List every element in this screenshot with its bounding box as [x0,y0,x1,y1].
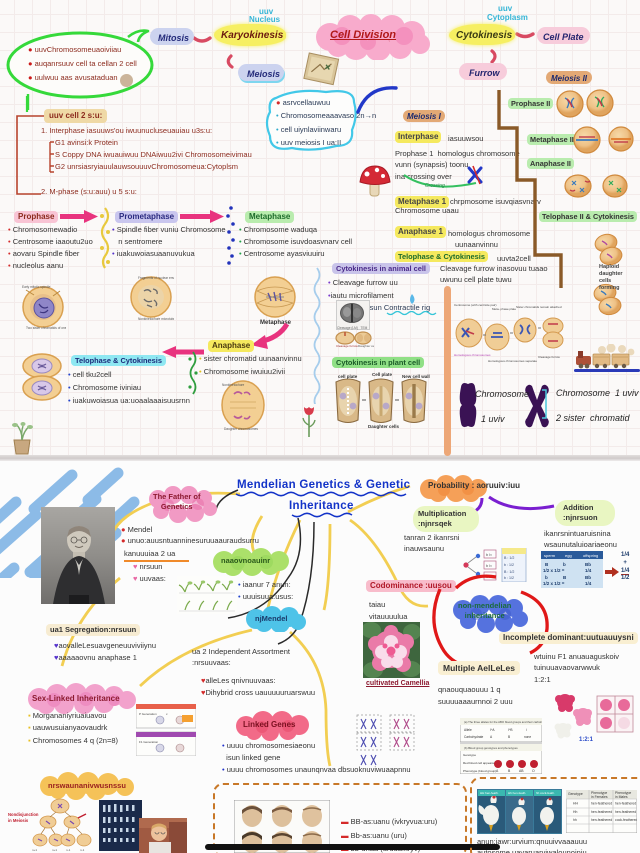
svg-text:Cell plate: Cell plate [372,372,393,377]
svg-text:b: b [545,575,548,580]
svg-text:I^B: I^B [508,728,513,732]
svg-text:in Males: in Males [615,795,628,799]
svg-text:A: A [496,769,499,773]
svg-text:n-1: n-1 [80,848,85,852]
svg-text:B : 1/2: B : 1/2 [504,556,514,560]
svg-text:1:2:1: 1:2:1 [579,737,594,743]
svg-text:I^A: I^A [490,728,495,732]
svg-text:Homologous chromosomes separat: Homologous chromosomes separate [488,359,537,363]
svg-text:B: B [545,562,549,567]
svg-text:Crossing: Crossing [425,183,445,189]
svg-text:b: b [563,562,566,567]
svg-text:Centrosome (with centriole pai: Centrosome (with centriole pair) [454,303,497,307]
svg-text:i: i [526,728,527,732]
svg-text:1/4: 1/4 [585,568,592,573]
svg-text:Fragments of nuclear envelope: Fragments of nuclear envelope [138,276,174,280]
svg-text:Daughter cells: Daughter cells [368,424,400,429]
svg-text:b : 1/2: b : 1/2 [504,576,514,580]
svg-text:b b: b b [486,574,492,579]
svg-text:Meta- phase plate: Meta- phase plate [492,307,516,311]
svg-text:B : 1/2: B : 1/2 [504,570,514,574]
svg-text:B: B [508,735,510,739]
svg-text:(b) Blood group genotypes and: (b) Blood group genotypes and phenotypes [464,746,518,750]
svg-text:Cleavage furrow: Cleavage furrow [336,344,359,348]
svg-text:Daughter chromosomes: Daughter chromosomes [224,427,258,431]
svg-text:cell plate: cell plate [338,374,358,379]
svg-text:Bb: Bb [585,562,591,567]
svg-text:hen-feathered: hen-feathered [615,802,636,806]
svg-text:HH: HH [573,802,578,806]
svg-text:Genotype: Genotype [568,792,583,796]
svg-text:none: none [524,735,531,739]
svg-text:Homologous chromosomes: Homologous chromosomes [454,353,491,357]
svg-text:x: x [166,712,168,716]
svg-text:hen-feathered: hen-feathered [615,810,636,814]
svg-text:Sister chromatids remain attac: Sister chromatids remain attached [516,305,562,309]
svg-text:(a) The three alleles for the: (a) The three alleles for the ABO blood … [464,720,542,724]
svg-text:n+1: n+1 [52,848,57,852]
svg-text:Metaphase: Metaphase [260,320,292,325]
svg-text:n-1: n-1 [66,848,71,852]
svg-text:hen-feathered: hen-feathered [591,818,612,822]
svg-text:n+1: n+1 [32,848,37,852]
svg-text:hen-feathered: hen-feathered [591,810,612,814]
svg-text:in Meiosis: in Meiosis [8,818,29,823]
svg-text:Phenotype: Phenotype [615,791,631,795]
svg-text:1/4: 1/4 [585,581,592,586]
svg-text:Hh: Hh [573,810,577,814]
svg-text:Nonkinetochore: Nonkinetochore [222,383,245,387]
svg-text:Allele: Allele [464,728,472,732]
svg-text:New cell wall: New cell wall [402,374,430,379]
svg-text:B: B [563,575,567,580]
svg-text:Nondisjunction: Nondisjunction [8,812,39,817]
svg-text:P Generation: P Generation [139,712,157,716]
svg-text:egg: egg [565,553,572,558]
svg-text:hen-feathered: hen-feathered [591,802,612,806]
svg-text:Bb: Bb [585,575,591,580]
svg-text:Phenotype (blood group): Phenotype (blood group) [463,769,496,773]
svg-text:b b: b b [486,563,492,568]
svg-text:sperm: sperm [544,553,556,558]
svg-text:Daughter cell: Daughter cell [358,344,374,348]
svg-text:Red blood cell appearance: Red blood cell appearance [463,761,499,765]
svg-text:Genotype: Genotype [463,753,476,757]
svg-text:HH hen-feath.: HH hen-feath. [480,791,499,795]
svg-text:AB: AB [519,769,524,773]
svg-text:hh cock-feath.: hh cock-feath. [536,791,555,795]
svg-text:in Females: in Females [591,795,608,799]
svg-text:Cleavage furrow: Cleavage furrow [538,355,561,359]
svg-text:B: B [508,769,511,773]
svg-text:O: O [532,769,535,773]
svg-text:Carbohydrate: Carbohydrate [464,735,484,739]
svg-text:b : 1/2: b : 1/2 [504,563,514,567]
svg-text:Phenotype: Phenotype [591,791,607,795]
svg-text:Hh hen-feath.: Hh hen-feath. [508,791,526,795]
svg-text:Early mitotic spindle: Early mitotic spindle [22,285,51,289]
svg-text:F1 Generation: F1 Generation [139,740,159,744]
svg-text:b b: b b [486,552,492,557]
svg-text:Two sister chromatids of one c: Two sister chromatids of one chromosome [26,326,66,330]
svg-text:1/2 x 1/2 =: 1/2 x 1/2 = [543,581,565,586]
svg-text:1/2 x 1/2 =: 1/2 x 1/2 = [543,568,565,573]
svg-text:A: A [490,735,493,739]
svg-text:offspring: offspring [583,553,598,558]
svg-text:hh: hh [573,818,577,822]
svg-text:cock-feathered: cock-feathered [615,818,637,822]
svg-text:Nonkinetochore microtubules: Nonkinetochore microtubules [138,317,174,321]
